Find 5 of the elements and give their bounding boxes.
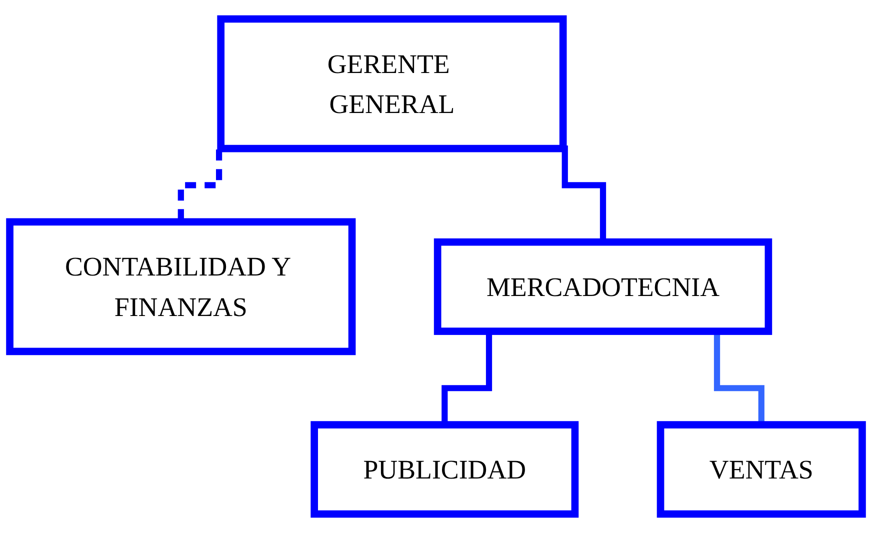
node-box: GERENTE GENERAL bbox=[217, 15, 567, 152]
node-box: VENTAS bbox=[656, 421, 866, 518]
node-box: CONTABILIDAD Y FINANZAS bbox=[6, 218, 356, 356]
node-box: MERCADOTECNIA bbox=[434, 238, 772, 335]
node-box: PUBLICIDAD bbox=[310, 421, 579, 518]
